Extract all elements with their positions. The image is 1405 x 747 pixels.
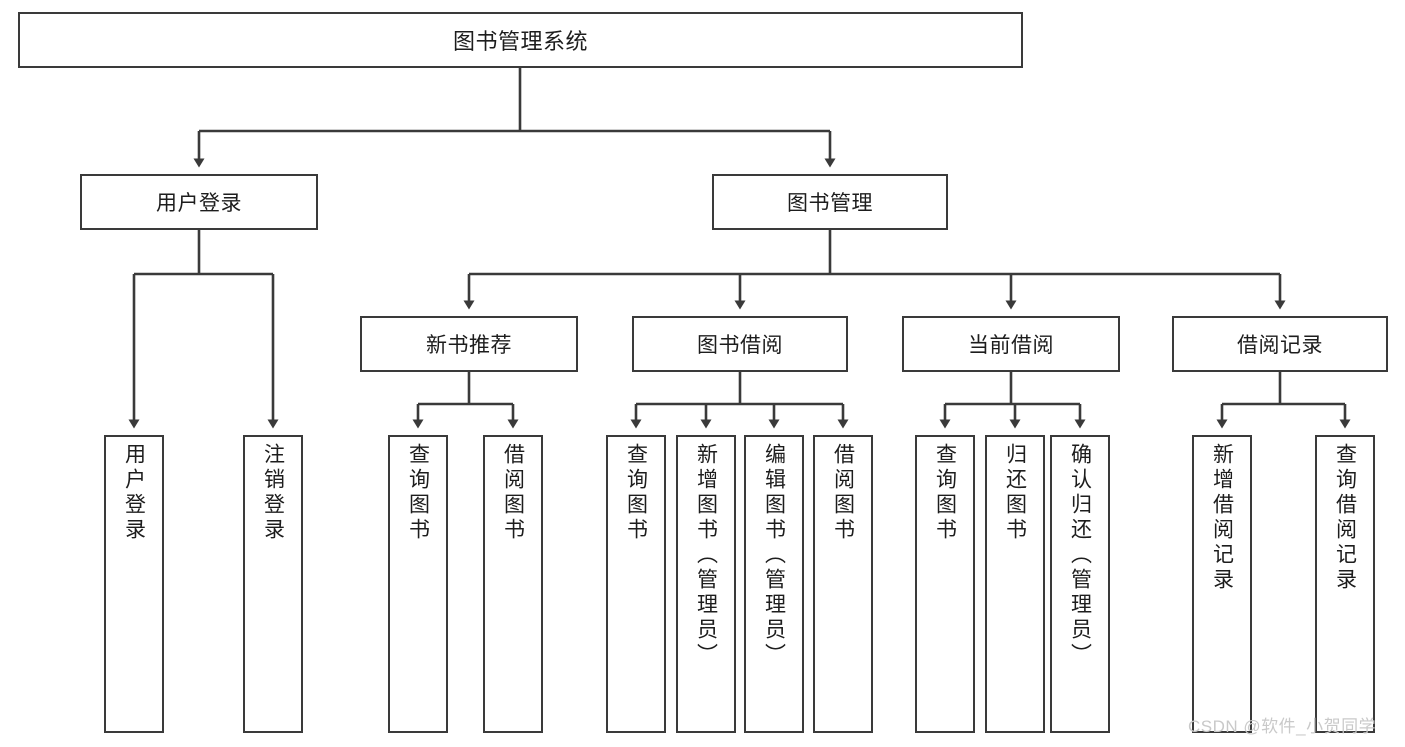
leaf-confirm-return-admin-label: 确认归还（管理员）: [1068, 443, 1092, 668]
node-book-borrow[interactable]: 图书借阅: [632, 316, 848, 372]
node-borrow-record[interactable]: 借阅记录: [1172, 316, 1388, 372]
leaf-confirm-return-admin[interactable]: 确认归还（管理员）: [1050, 435, 1110, 733]
leaf-query-book-cur-label: 查询图书: [933, 443, 957, 543]
leaf-query-book-rec-label: 查询图书: [406, 443, 430, 543]
node-root-label: 图书管理系统: [452, 29, 588, 54]
leaf-user-login[interactable]: 用户登录: [104, 435, 164, 733]
leaf-return-book[interactable]: 归还图书: [985, 435, 1045, 733]
leaf-borrow-book-label: 借阅图书: [831, 443, 855, 543]
leaf-return-book-label: 归还图书: [1003, 443, 1027, 543]
leaf-logout[interactable]: 注销登录: [243, 435, 303, 733]
node-borrow-record-label: 借阅记录: [1237, 334, 1323, 357]
node-book-borrow-label: 图书借阅: [697, 334, 783, 357]
node-book-manage[interactable]: 图书管理: [712, 174, 948, 230]
node-user-login[interactable]: 用户登录: [80, 174, 318, 230]
leaf-logout-label: 注销登录: [261, 443, 285, 543]
leaf-edit-book-admin-label: 编辑图书（管理员）: [762, 443, 786, 668]
node-new-book-rec[interactable]: 新书推荐: [360, 316, 578, 372]
leaf-borrow-book-rec[interactable]: 借阅图书: [483, 435, 543, 733]
leaf-user-login-label: 用户登录: [122, 443, 146, 543]
leaf-borrow-book-rec-label: 借阅图书: [501, 443, 525, 543]
leaf-add-record[interactable]: 新增借阅记录: [1192, 435, 1252, 733]
leaf-add-book-admin[interactable]: 新增图书（管理员）: [676, 435, 736, 733]
leaf-query-book-rec[interactable]: 查询图书: [388, 435, 448, 733]
leaf-add-record-label: 新增借阅记录: [1210, 443, 1234, 593]
node-book-manage-label: 图书管理: [787, 192, 873, 215]
node-root[interactable]: 图书管理系统: [18, 12, 1023, 68]
leaf-query-record-label: 查询借阅记录: [1333, 443, 1357, 593]
node-current-borrow[interactable]: 当前借阅: [902, 316, 1120, 372]
leaf-query-record[interactable]: 查询借阅记录: [1315, 435, 1375, 733]
leaf-borrow-book[interactable]: 借阅图书: [813, 435, 873, 733]
leaf-query-book-borrow[interactable]: 查询图书: [606, 435, 666, 733]
watermark: CSDN @软件_小贺同学: [1188, 717, 1377, 736]
leaf-add-book-admin-label: 新增图书（管理员）: [694, 443, 718, 668]
node-current-borrow-label: 当前借阅: [968, 334, 1054, 357]
leaf-query-book-cur[interactable]: 查询图书: [915, 435, 975, 733]
leaf-query-book-borrow-label: 查询图书: [624, 443, 648, 543]
leaf-edit-book-admin[interactable]: 编辑图书（管理员）: [744, 435, 804, 733]
node-new-book-rec-label: 新书推荐: [426, 334, 512, 357]
node-user-login-label: 用户登录: [156, 192, 242, 215]
